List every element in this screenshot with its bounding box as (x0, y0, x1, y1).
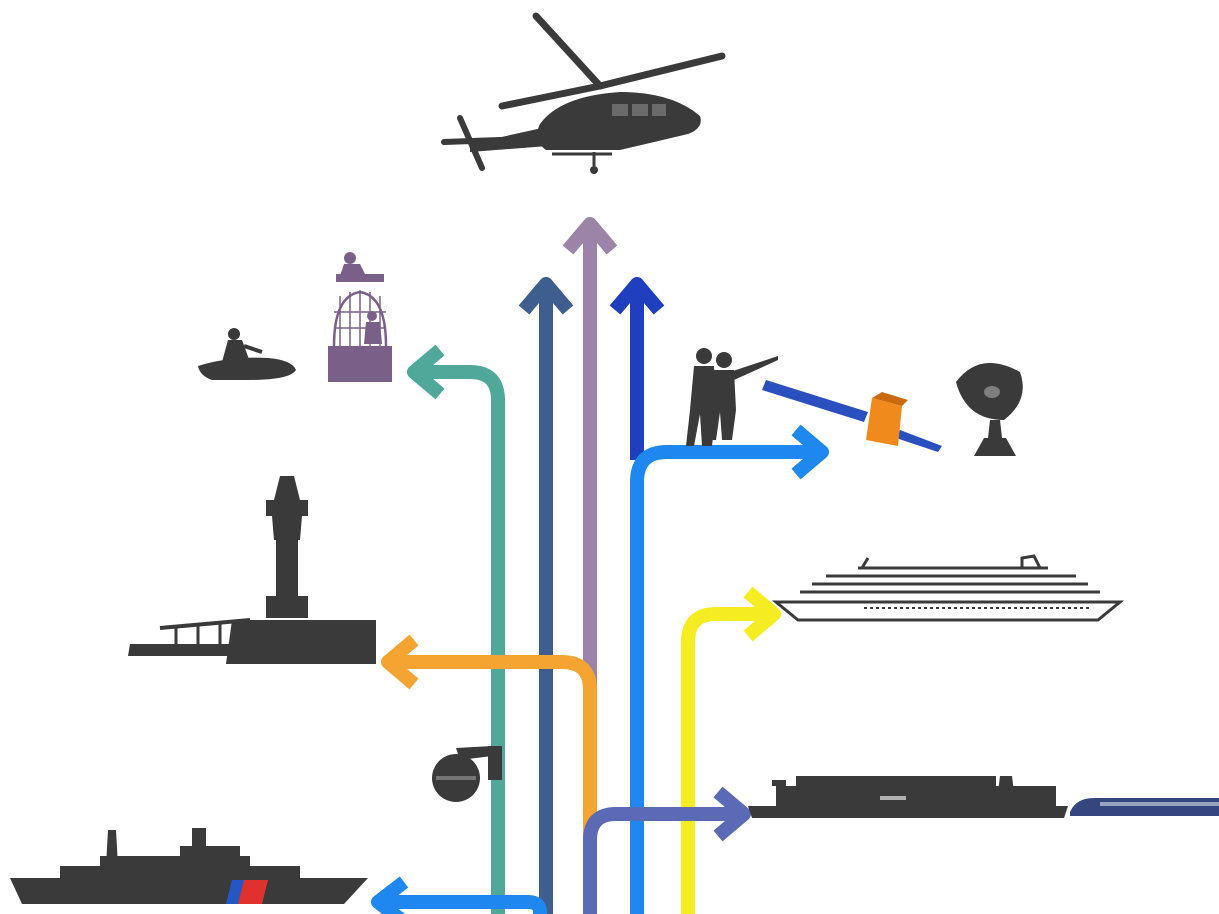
buoy-icon (328, 252, 392, 382)
yellow-flow (681, 586, 781, 914)
cctv-camera-icon (432, 746, 502, 802)
bottom-blue-flow (371, 876, 547, 914)
navy-flow-left (518, 277, 574, 914)
train-icon (1070, 798, 1219, 816)
satellite-icon (762, 380, 942, 452)
soldiers-icon (686, 348, 778, 446)
patrol-ship-icon (10, 828, 368, 904)
sky-blue-flow (630, 424, 829, 914)
slate-blue-flow (583, 786, 751, 914)
ferry-icon (748, 776, 1068, 818)
helicopter-icon (441, 12, 726, 174)
teal-flow (407, 344, 505, 914)
jet-ski-icon (198, 328, 296, 380)
orange-flow (381, 634, 597, 914)
lighthouse-icon (128, 476, 376, 664)
radar-dish-icon (956, 363, 1023, 456)
cruise-ship-icon (771, 554, 1125, 622)
royal-blue-flow (609, 277, 665, 460)
